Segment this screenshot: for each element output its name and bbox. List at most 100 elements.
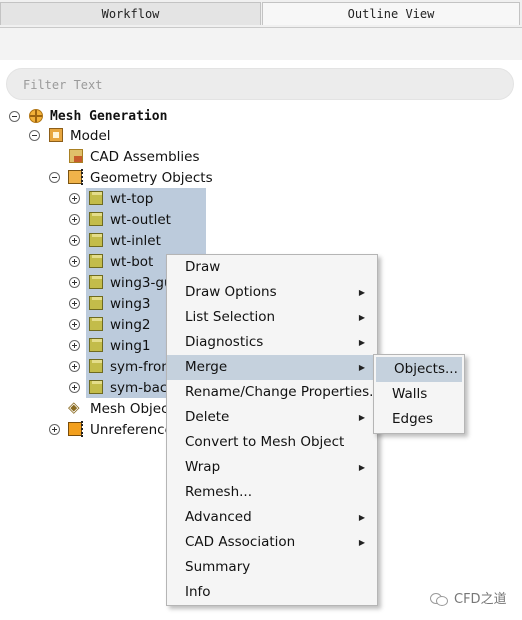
geometry-cube-icon bbox=[89, 212, 103, 226]
tree-item-geometry-objects[interactable]: Geometry Objects bbox=[0, 167, 300, 188]
menu-item-draw-options[interactable]: Draw Options ▶ bbox=[167, 280, 377, 305]
tree-item-geometry[interactable]: sym-fron bbox=[0, 356, 206, 377]
tree-item-cad-assemblies[interactable]: CAD Assemblies bbox=[0, 146, 300, 167]
menu-item-label: Remesh... bbox=[185, 484, 252, 500]
tree-item-geometry[interactable]: wt-outlet bbox=[0, 209, 206, 230]
tree-item-geometry[interactable]: wt-top bbox=[0, 188, 206, 209]
submenu-arrow-icon: ▶ bbox=[358, 313, 365, 322]
geometry-objects-icon bbox=[68, 169, 83, 185]
geometry-cube-icon bbox=[89, 317, 103, 331]
menu-item-label: Wrap bbox=[185, 459, 221, 475]
tree-label: Model bbox=[70, 127, 111, 144]
menu-item-merge[interactable]: Merge ▶ bbox=[167, 355, 377, 380]
tree-label: wing3 bbox=[110, 295, 151, 312]
geometry-cube-icon bbox=[89, 359, 103, 373]
expand-icon[interactable] bbox=[69, 298, 80, 309]
tree-item-geometry[interactable]: wing3-gu bbox=[0, 272, 206, 293]
geometry-cube-icon bbox=[89, 233, 103, 247]
menu-item-info[interactable]: Info bbox=[167, 580, 377, 605]
tree-item-model[interactable]: Model bbox=[0, 125, 300, 146]
tree-item-mesh-objects[interactable]: Mesh Objec bbox=[0, 398, 206, 419]
menu-item-rename[interactable]: Rename/Change Properties... bbox=[167, 380, 382, 405]
geometry-cube-icon bbox=[89, 191, 103, 205]
watermark-text: CFD之道 bbox=[454, 592, 507, 607]
submenu-arrow-icon: ▶ bbox=[358, 513, 365, 522]
tree-label: CAD Assemblies bbox=[90, 148, 200, 165]
tree-label: wing3-gu bbox=[110, 274, 173, 291]
submenu-arrow-icon: ▶ bbox=[358, 288, 365, 297]
expand-icon[interactable] bbox=[69, 319, 80, 330]
tree-label: Mesh Objec bbox=[90, 400, 169, 417]
tree-item-geometry[interactable]: wt-inlet bbox=[0, 230, 206, 251]
collapse-icon[interactable] bbox=[29, 130, 40, 141]
tree-label: Geometry Objects bbox=[90, 169, 213, 186]
expand-icon[interactable] bbox=[69, 277, 80, 288]
submenu-item-label: Walls bbox=[392, 386, 428, 402]
tree-label: wt-top bbox=[110, 190, 154, 207]
geometry-cube-icon bbox=[89, 380, 103, 394]
toolbar-strip bbox=[0, 28, 522, 60]
tree-item-geometry[interactable]: wt-bot bbox=[0, 251, 206, 272]
menu-item-label: Merge bbox=[185, 359, 228, 375]
geometry-cube-icon bbox=[89, 254, 103, 268]
tree-item-geometry[interactable]: wing2 bbox=[0, 314, 206, 335]
tree-item-geometry[interactable]: sym-back bbox=[0, 377, 206, 398]
menu-item-label: Summary bbox=[185, 559, 251, 575]
tree-item-unreferenced[interactable]: Unreference bbox=[0, 419, 206, 440]
tree-label: sym-fron bbox=[110, 358, 170, 375]
tree-item-mesh-generation[interactable]: Mesh Generation bbox=[0, 106, 300, 127]
globe-icon bbox=[29, 109, 43, 123]
expand-icon[interactable] bbox=[69, 340, 80, 351]
menu-item-label: Draw bbox=[185, 259, 221, 275]
collapse-icon[interactable] bbox=[49, 172, 60, 183]
filter-input[interactable] bbox=[21, 75, 495, 95]
expand-icon[interactable] bbox=[69, 382, 80, 393]
geometry-cube-icon bbox=[89, 296, 103, 310]
expand-icon[interactable] bbox=[49, 424, 60, 435]
submenu-item-edges[interactable]: Edges bbox=[374, 407, 464, 432]
menu-item-cad-association[interactable]: CAD Association▶ bbox=[167, 530, 377, 555]
menu-item-convert-to-mesh-object[interactable]: Convert to Mesh Object bbox=[167, 430, 377, 455]
submenu-arrow-icon: ▶ bbox=[358, 363, 365, 372]
submenu-item-label: Objects... bbox=[394, 361, 458, 377]
tree-item-geometry[interactable]: wing3 bbox=[0, 293, 206, 314]
tree-label: wing1 bbox=[110, 337, 151, 354]
menu-item-wrap[interactable]: Wrap▶ bbox=[167, 455, 377, 480]
menu-item-list-selection[interactable]: List Selection ▶ bbox=[167, 305, 377, 330]
tab-outline-view[interactable]: Outline View bbox=[262, 2, 520, 25]
tree-label: Mesh Generation bbox=[50, 109, 168, 124]
menu-item-delete[interactable]: Delete▶ bbox=[167, 405, 377, 430]
tree-label: Unreference bbox=[90, 421, 173, 438]
menu-item-remesh[interactable]: Remesh... bbox=[167, 480, 377, 505]
menu-item-label: CAD Association bbox=[185, 534, 296, 550]
menu-item-diagnostics[interactable]: Diagnostics▶ bbox=[167, 330, 377, 355]
menu-item-label: Draw Options bbox=[185, 284, 277, 300]
cad-assemblies-icon bbox=[69, 149, 83, 163]
tree-label: wt-bot bbox=[110, 253, 154, 270]
tree-item-geometry[interactable]: wing1 bbox=[0, 335, 206, 356]
submenu-item-walls[interactable]: Walls bbox=[374, 382, 464, 407]
menu-item-advanced[interactable]: Advanced ▶ bbox=[167, 505, 377, 530]
expand-icon[interactable] bbox=[69, 193, 80, 204]
expand-icon[interactable] bbox=[69, 235, 80, 246]
expand-icon[interactable] bbox=[69, 361, 80, 372]
tab-workflow[interactable]: Workflow bbox=[0, 2, 261, 25]
menu-item-label: List Selection bbox=[185, 309, 276, 325]
mesh-objects-icon bbox=[68, 398, 82, 416]
tree-label: wing2 bbox=[110, 316, 151, 333]
expand-icon[interactable] bbox=[69, 256, 80, 267]
tree-label: wt-inlet bbox=[110, 232, 161, 249]
unreferenced-icon bbox=[68, 421, 83, 437]
menu-item-draw[interactable]: Draw bbox=[167, 255, 377, 280]
watermark: CFD之道 bbox=[430, 588, 507, 607]
collapse-icon[interactable] bbox=[9, 111, 20, 122]
submenu-arrow-icon: ▶ bbox=[358, 338, 365, 347]
menu-item-label: Advanced bbox=[185, 509, 252, 525]
submenu-item-label: Edges bbox=[392, 411, 434, 427]
submenu-item-objects[interactable]: Objects... bbox=[376, 357, 462, 382]
expand-icon[interactable] bbox=[69, 214, 80, 225]
tree-label: sym-back bbox=[110, 379, 176, 396]
menu-item-label: Rename/Change Properties... bbox=[185, 384, 382, 400]
filter-field[interactable] bbox=[6, 68, 514, 100]
menu-item-summary[interactable]: Summary bbox=[167, 555, 377, 580]
